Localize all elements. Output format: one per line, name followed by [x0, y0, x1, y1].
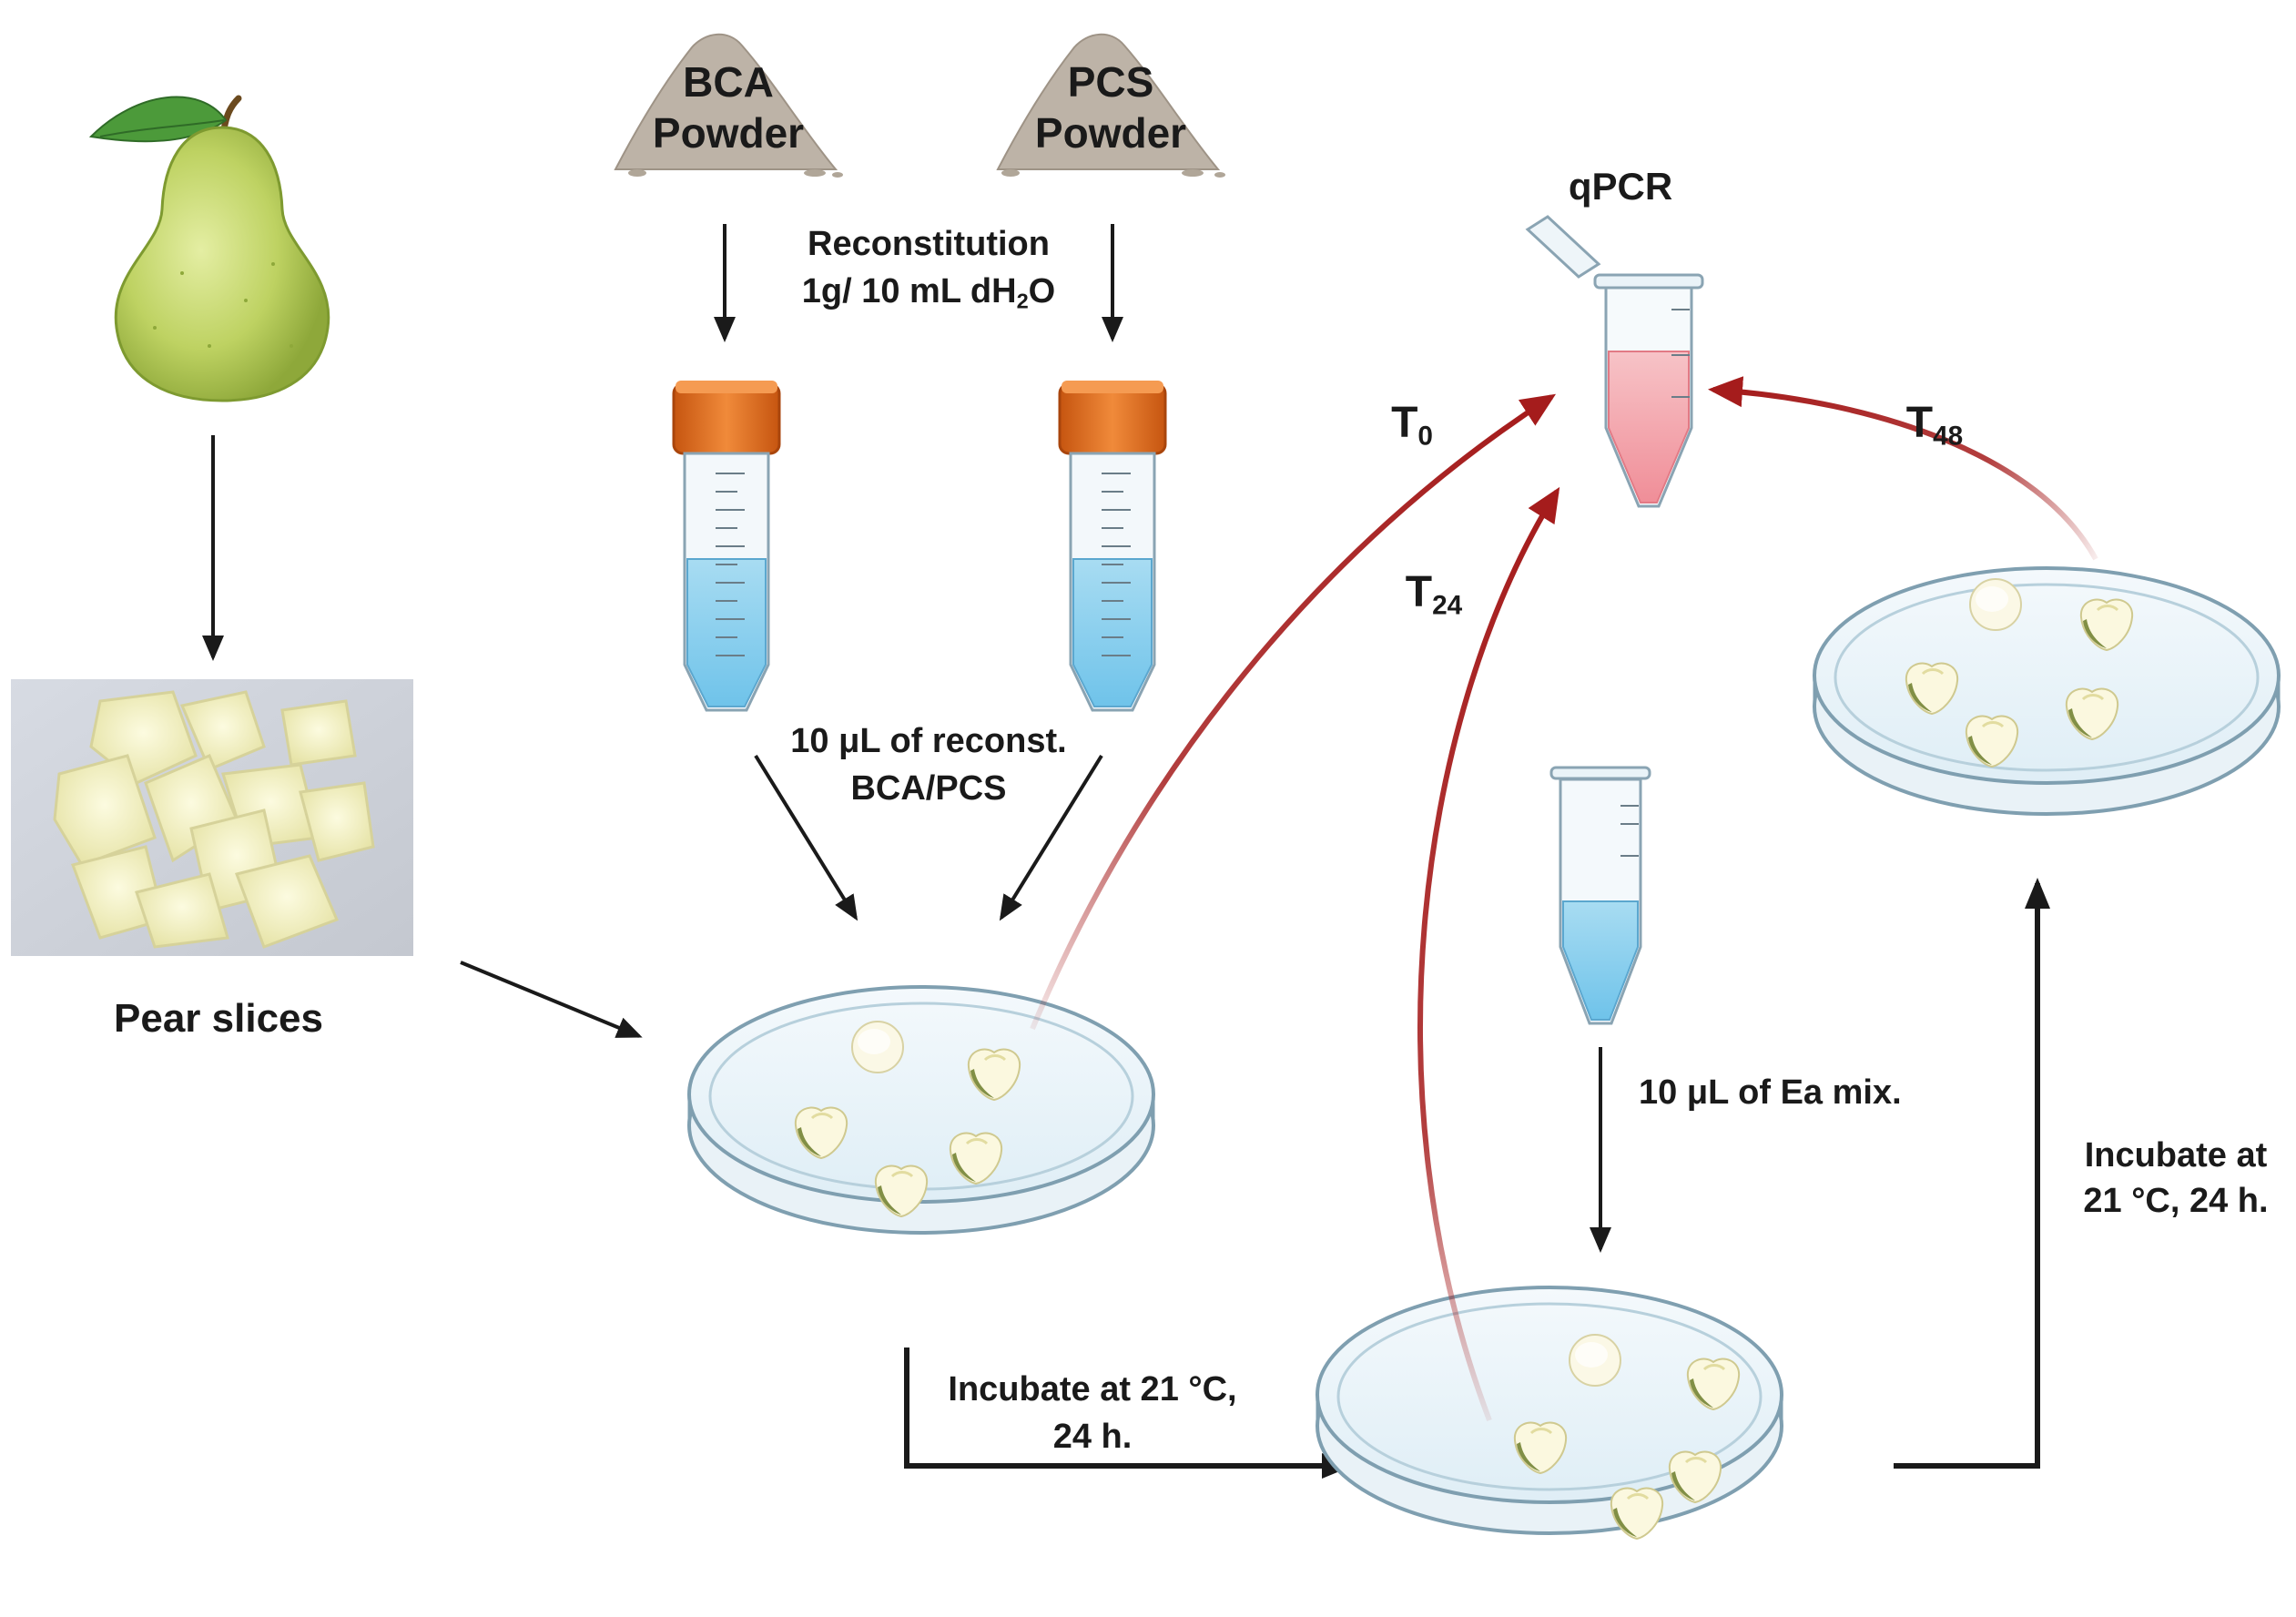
pcs-powder-label-line2: Powder	[1034, 109, 1187, 157]
reconstitution-suffix-text: O	[1028, 272, 1056, 310]
pcs-powder-label: PCS Powder	[1020, 56, 1202, 158]
petri-dish-t24	[1316, 1286, 1783, 1541]
pcs-powder-pile	[996, 33, 1225, 178]
incubate-label-1: Incubate at 21 °C, 24 h.	[919, 1366, 1265, 1460]
incubate-label-1-line2: 24 h.	[1052, 1418, 1133, 1456]
bca-powder-pile	[614, 33, 843, 178]
pcs-to-dish-arrow	[999, 754, 1103, 921]
petri-dish-t0	[687, 985, 1155, 1235]
bca-powder-label-line1: BCA	[683, 58, 774, 106]
incubate-arrow-1	[904, 1348, 1353, 1479]
t0-label-subscript: 0	[1417, 421, 1433, 452]
reconstitution-amount-text: 1g/ 10 mL dH	[801, 272, 1017, 310]
t48-label-base: T	[1905, 399, 1934, 447]
bca-powder-label-line2: Powder	[652, 109, 805, 157]
t0-label: T0	[1371, 397, 1453, 463]
t24-label: T24	[1384, 566, 1484, 632]
incubate-label-1-line1: Incubate at 21 °C,	[948, 1370, 1237, 1409]
t24-label-subscript: 24	[1432, 590, 1463, 621]
t48-label: T48	[1885, 397, 1985, 463]
pcs-powder-label-line1: PCS	[1067, 58, 1154, 106]
pcs-falcon-tube	[1058, 381, 1167, 712]
t0-label-base: T	[1391, 399, 1418, 447]
incubate-arrow-2	[1894, 878, 2050, 1469]
bca-falcon-tube	[672, 381, 781, 712]
reconstitution-subscript: 2	[1016, 289, 1029, 313]
t48-sampling-arrow	[1708, 376, 2098, 561]
incubate-label-2: Incubate at 21 °C, 24 h.	[2057, 1133, 2294, 1224]
bca-powder-label: BCA Powder	[637, 56, 819, 158]
t24-sampling-arrow	[1417, 486, 1560, 1422]
pear-slices-photo	[11, 679, 413, 956]
transfer-volume-label-line1: 10 μL of reconst.	[790, 722, 1067, 760]
petri-dish-t48	[1813, 566, 2281, 816]
whole-pear-icon	[88, 95, 330, 402]
incubate-label-2-line1: Incubate at	[2084, 1136, 2268, 1175]
t0-sampling-arrow	[1030, 393, 1557, 1031]
qpcr-tube	[1525, 215, 1704, 508]
transfer-volume-label-line2: BCA/PCS	[850, 769, 1007, 808]
transfer-volume-label: 10 μL of reconst. BCA/PCS	[765, 717, 1092, 812]
ea-mix-tube	[1549, 766, 1651, 1025]
qpcr-label: qPCR	[1568, 165, 1673, 208]
incubate-label-2-line2: 21 °C, 24 h.	[2083, 1182, 2269, 1220]
t24-label-base: T	[1405, 568, 1433, 616]
reconstitution-label: Reconstitution 1g/ 10 mL dH2O	[765, 220, 1092, 325]
reconstitution-label-line1: Reconstitution	[808, 225, 1050, 263]
reconstitution-label-line2: 1g/ 10 mL dH2O	[765, 268, 1092, 325]
pear-slices-label: Pear slices	[114, 996, 323, 1041]
t48-label-subscript: 48	[1933, 421, 1964, 452]
slices-to-dish-arrow	[460, 961, 643, 1038]
ea-mix-label: 10 μL of Ea mix.	[1639, 1073, 1902, 1112]
bca-to-dish-arrow	[754, 754, 858, 921]
